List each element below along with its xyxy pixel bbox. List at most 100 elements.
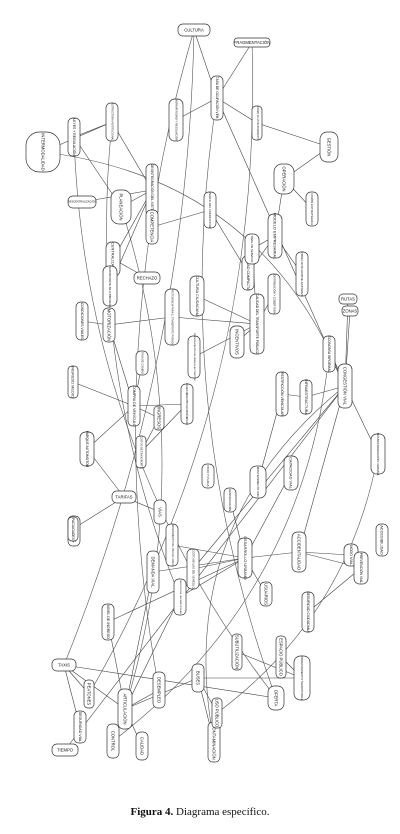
node-box xyxy=(135,435,147,469)
node-box xyxy=(283,455,299,491)
node-label: TIEMPO xyxy=(57,748,74,753)
node-label: ZONAS xyxy=(343,309,358,314)
edge-preferencia-motorizacion xyxy=(108,316,173,326)
node-costos-transporte: COSTOS DE TRANSPORTE xyxy=(135,435,147,469)
node-label: ESPACIO PÚBLICO xyxy=(279,638,284,677)
node-seguridad-vial: SEGURIDAD VIAL xyxy=(73,710,87,744)
node-label: INGRESOS xyxy=(157,407,162,429)
node-box xyxy=(275,371,289,417)
node-servicio-taxi: SERVICIO DE TAXI PARTICULAR xyxy=(173,578,187,616)
edge-desarrollo-urbano-servicio-taxi xyxy=(179,557,246,598)
node-usuarios: USUARIOS xyxy=(259,581,273,607)
edge-calidad-transporte-modernizacion xyxy=(193,323,258,358)
node-rutas: RUTAS xyxy=(338,293,358,305)
node-economia: ECONOMÍA INFORMAL xyxy=(322,335,336,373)
node-box xyxy=(79,431,95,467)
node-label: CENTRALIZACIÓN xyxy=(111,242,116,276)
node-tarifas: TARIFAS xyxy=(111,490,137,504)
node-cobro-de-estacion: COBRO DE ESTACIONAMIENTO xyxy=(251,105,263,141)
node-box xyxy=(341,305,359,317)
edge-crecimiento-economico-costos-transporte xyxy=(140,403,188,453)
node-box xyxy=(67,117,81,157)
node-box xyxy=(67,195,97,209)
node-box xyxy=(291,531,307,573)
node-label: PICO Y PLACA xyxy=(206,465,210,487)
node-box xyxy=(295,251,309,297)
node-box xyxy=(110,189,132,225)
node-label: RECHAZO xyxy=(137,276,158,281)
edge-cultura-ciudadana-calidad-transporte xyxy=(196,295,258,325)
edge-congestion-accidentalidad xyxy=(298,385,346,553)
node-restriccion-vehicular: RESTRICCIÓN VEHICULAR xyxy=(275,371,289,417)
node-vias: VÍAS xyxy=(153,499,167,525)
node-label: DISTRIBUCIÓN Y COBERTURA xyxy=(273,274,278,313)
node-label: FRAGMENTACIÓN xyxy=(234,40,270,45)
node-label: CONFLICTO ENTRE ACTORES xyxy=(300,252,304,297)
edge-prevencion-seguridad-ciudadana xyxy=(307,567,362,613)
node-box xyxy=(51,658,77,672)
node-label: NORMATIVIDAD Y REGULACIÓN xyxy=(175,99,180,141)
node-label: DEMANDA VIAL xyxy=(151,557,156,589)
node-label: CRECIMIENTO ECONÓMICO xyxy=(185,383,190,425)
node-label: MOTORIZACIÓN xyxy=(107,309,112,342)
node-label: COMPETENCIA xyxy=(150,212,155,243)
node-congestion: CONGESTIÓN VIAL xyxy=(337,363,353,409)
edge-demanda-vial-articulacion xyxy=(124,571,154,710)
node-label: DENSIFICACIÓN xyxy=(228,489,233,511)
node-box xyxy=(106,723,120,759)
node-calidad-transporte: CALIDAD DEL TRANSPORTE PÚBLICO xyxy=(249,293,265,355)
curve-taxis-cultura xyxy=(63,29,195,666)
node-label: PREFERENCIA PARA EL TRANSPORTE PRIVADO xyxy=(171,289,174,346)
node-label: ARTICULACIÓN xyxy=(123,693,128,724)
edge-calidad-transporte-preferencia xyxy=(171,316,258,325)
node-box xyxy=(102,265,118,307)
edge-compra-vehiculo-parque-automotor xyxy=(86,405,135,450)
node-capacidad-vial: CAPACIDAD VIAL xyxy=(283,455,299,491)
node-box xyxy=(275,635,287,679)
node-label: NODO VIAL xyxy=(349,545,353,565)
node-estructura-institucional: ESTRUCTURA INSTITUCIONAL xyxy=(105,102,119,142)
curve-intermodalidad-congestion xyxy=(42,151,346,387)
node-espacio-publico: ESPACIO PÚBLICO xyxy=(275,635,287,679)
caption-label: Figura 4. xyxy=(130,806,174,818)
node-conflicto: CONFLICTO ENTRE ACTORES xyxy=(295,251,309,297)
node-transformacion: TRANSFORMACIÓN URBANA xyxy=(370,433,386,476)
node-box xyxy=(305,191,319,227)
node-box xyxy=(293,655,311,701)
node-nivel-servicio: NIVEL DE SERVICIO xyxy=(244,233,260,265)
node-operacion: OPERACIÓN xyxy=(273,163,295,195)
node-compra-vehiculo: COMPRA DE VEHÍCULO xyxy=(127,386,141,427)
node-box xyxy=(153,405,165,431)
node-infraestructura: INFRAESTRUCTURA xyxy=(299,379,313,415)
node-modernizacion: MODERNIZACIÓN DEL PARQUE AUTOMOTOR xyxy=(187,333,201,381)
node-box xyxy=(233,37,271,48)
node-box xyxy=(186,548,200,590)
node-box xyxy=(164,288,180,346)
node-box xyxy=(322,335,336,373)
node-box xyxy=(249,293,265,355)
node-motorizacion: MOTORIZACIÓN xyxy=(102,307,116,343)
node-box xyxy=(251,105,263,141)
edge-capacidad-vial-desarrollo-urbano xyxy=(244,472,292,559)
node-box xyxy=(299,379,313,415)
node-box xyxy=(273,163,295,195)
node-desarrollo-urbano: DESARROLLO URBANO xyxy=(237,536,253,580)
node-label: COSTOS DE TRANSPORTE xyxy=(140,436,143,469)
node-buses: BUSES xyxy=(191,663,205,693)
node-box xyxy=(191,663,205,693)
node-label: CONTAMINACIÓN xyxy=(212,724,217,759)
node-seguridad-ciudadana: SEGURIDAD CIUDADANA xyxy=(301,591,315,633)
node-label: PLANEACIÓN xyxy=(119,194,124,221)
node-preferencia: PREFERENCIA PARA EL TRANSPORTE PRIVADO xyxy=(164,288,180,346)
node-box xyxy=(25,131,61,173)
node-label: DESARROLLO URBANO xyxy=(243,536,247,579)
node-mantenimiento: MANTENIMIENTO VIAL xyxy=(249,465,267,499)
node-box xyxy=(223,487,237,513)
node-nivel-ingreso: NIVEL DE INGRESO xyxy=(101,603,115,641)
node-incentivos: INCENTIVOS xyxy=(229,325,245,359)
node-label: SEGURIDAD CIUDADANA xyxy=(306,591,310,633)
edge-congestion-costo-uso xyxy=(192,385,346,570)
node-facilidades: FACILIDADES xyxy=(67,516,79,542)
node-label: TASA DE OCUPACIÓN VEH. xyxy=(215,77,220,119)
